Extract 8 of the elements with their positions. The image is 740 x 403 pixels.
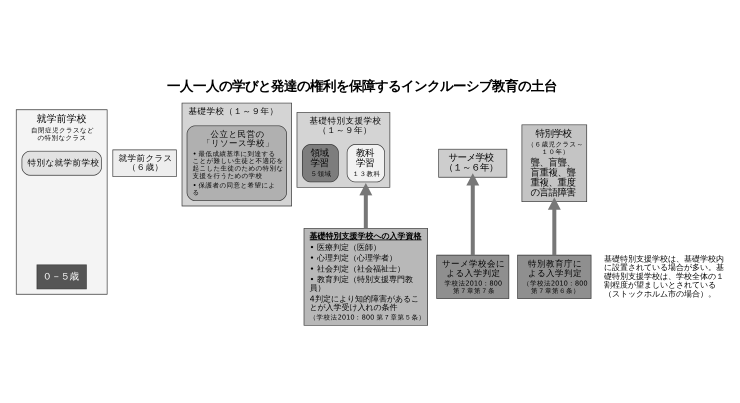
node-box: 特別な就学前学校 bbox=[22, 150, 102, 176]
node-box: ０－５歳 bbox=[36, 264, 87, 290]
arrow bbox=[466, 173, 480, 256]
node-box: 就学前クラス（６歳） bbox=[112, 150, 177, 177]
arrow bbox=[548, 197, 561, 256]
diagram-title: 一人一人の学びと発達の権利を保障するインクルーシブ教育の土台 bbox=[166, 79, 557, 94]
arrow bbox=[359, 182, 372, 228]
node-box: サーメ学校（１～６年） bbox=[438, 148, 508, 178]
